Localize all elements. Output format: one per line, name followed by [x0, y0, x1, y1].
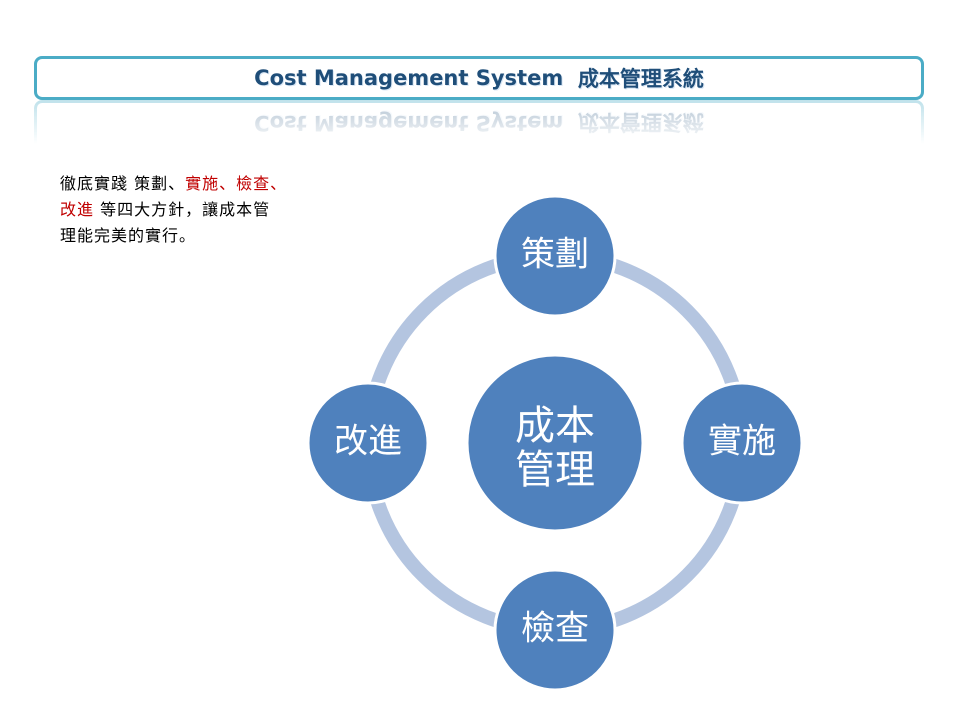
node-check-circle	[493, 568, 617, 692]
node-plan-label: 策劃	[521, 235, 589, 275]
node-plan: 策劃	[493, 194, 617, 318]
center-node-label-line1: 成本	[515, 403, 595, 449]
node-check: 檢查	[493, 568, 617, 692]
node-act: 改進	[306, 381, 430, 505]
description-line1-red: 實施、檢查、	[185, 174, 288, 193]
center-node: 成本 管理	[465, 353, 645, 533]
title-banner: Cost Management System 成本管理系統	[34, 56, 924, 100]
description-line2-red: 改進	[60, 200, 95, 219]
description-line3-black: 理能完美的實行。	[60, 226, 197, 245]
title-chinese: 成本管理系統	[577, 67, 704, 91]
node-do-circle	[680, 381, 804, 505]
node-act-circle	[306, 381, 430, 505]
node-plan-circle	[493, 194, 617, 318]
node-do-label: 實施	[708, 422, 776, 462]
description-text: 徹底實踐 策劃、實施、檢查、 改進 等四大方針，讓成本管 理能完美的實行。	[60, 171, 360, 249]
center-node-label-line2: 管理	[515, 447, 595, 493]
node-do: 實施	[680, 381, 804, 505]
node-check-label: 檢查	[521, 609, 589, 649]
node-act-label: 改進	[334, 422, 402, 462]
description-line2-black: 等四大方針，讓成本管	[94, 200, 271, 219]
center-node-circle	[465, 353, 645, 533]
description-line1-black: 徹底實踐 策劃、	[60, 174, 186, 193]
title-english: Cost Management System	[254, 66, 564, 90]
